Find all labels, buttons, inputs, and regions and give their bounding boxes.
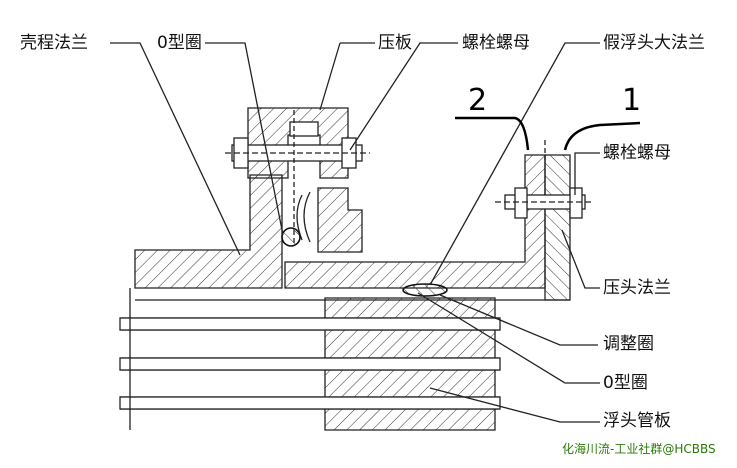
shell-flange-body	[134, 174, 283, 289]
hand-stroke-1	[563, 121, 641, 151]
leader-tubesheet	[429, 387, 600, 423]
label-o-ring-bottom: 0型圈	[603, 373, 648, 393]
leader-head-flange	[561, 229, 600, 289]
leader-dummy-flange	[429, 42, 600, 286]
handwritten-mark-2: 2	[468, 83, 488, 118]
head-flange-column	[544, 154, 571, 301]
pressure-plate-step	[317, 187, 363, 253]
label-bolt-nut-top: 螺栓螺母	[462, 33, 530, 53]
watermark: 化海川流-工业社群@HCBBS	[562, 442, 716, 456]
label-bolt-nut-right: 螺栓螺母	[603, 143, 671, 163]
leader-shell-flange	[110, 42, 241, 256]
leader-bolt-top	[349, 42, 458, 151]
label-adjust-ring: 调整圈	[603, 334, 654, 354]
leader-adjust-ring	[439, 294, 598, 346]
label-dummy-floating-flange: 假浮头大法兰	[603, 33, 705, 53]
label-shell-flange: 壳程法兰	[20, 33, 88, 53]
label-pressure-plate: 压板	[378, 33, 412, 53]
leader-o-ring-bottom	[417, 292, 600, 384]
leader-bolt-right	[574, 152, 600, 195]
label-o-ring-top: 0型圈	[157, 33, 202, 53]
leader-o-ring-top	[205, 42, 284, 236]
pressure-plate-block	[247, 107, 349, 179]
label-floating-tubesheet: 浮头管板	[603, 411, 671, 431]
label-head-flange: 压头法兰	[603, 278, 671, 298]
handwritten-mark-1: 1	[622, 83, 642, 118]
leader-pressure-plate	[319, 42, 375, 111]
hand-stroke-2	[455, 116, 530, 151]
